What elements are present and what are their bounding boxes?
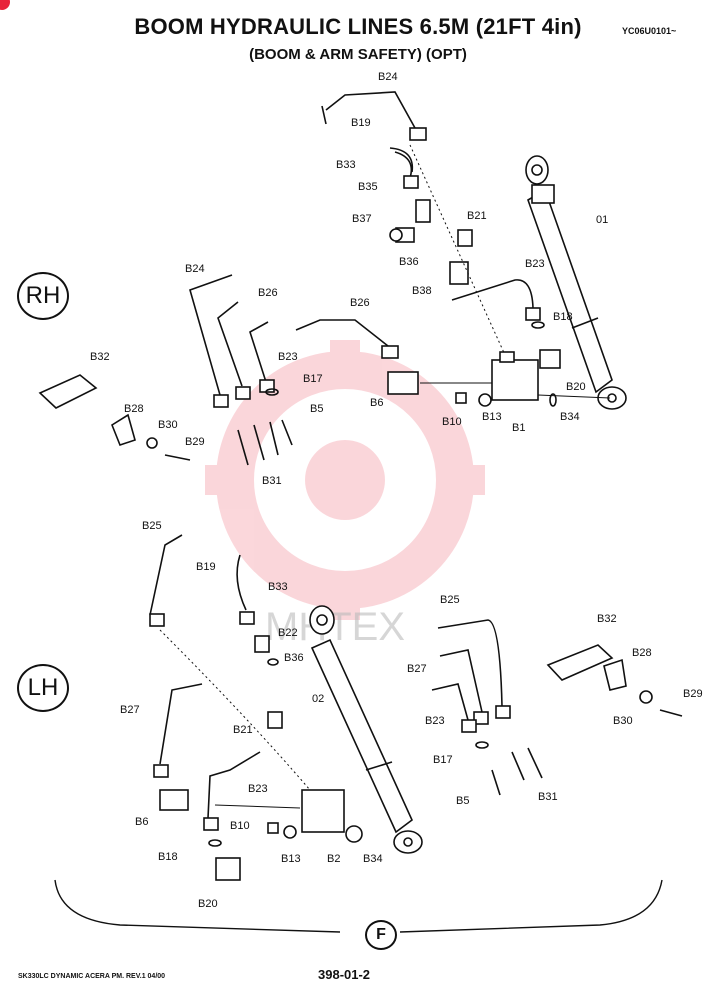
rh-callout-b38: B38	[412, 285, 432, 297]
lh-callout-b2: B2	[327, 853, 340, 865]
lh-assembly	[149, 534, 683, 881]
lh-callout-b25: B25	[440, 594, 460, 606]
watermark-text: MHTEX	[265, 605, 405, 649]
page-title: BOOM HYDRAULIC LINES 6.5M (21FT 4in)	[134, 14, 582, 39]
footer-model: SK330LC DYNAMIC ACERA PM. REV.1 04/00	[18, 973, 166, 980]
rh-callout-b33: B33	[336, 159, 356, 171]
rh-callout-b23: B23	[278, 351, 298, 363]
rh-callout-b13: B13	[482, 411, 502, 423]
lh-callout-b23: B23	[248, 783, 268, 795]
rh-callout-b26: B26	[350, 297, 370, 309]
rh-callout-b26: B26	[258, 287, 278, 299]
rh-callout-labels: B24B19B33B35B37B36B21B38B2301B18B20B34B1…	[90, 71, 608, 487]
footer-page-number: 398-01-2	[318, 967, 371, 982]
rh-callout-b21: B21	[467, 210, 487, 222]
rh-callout-b37: B37	[352, 213, 372, 225]
rh-assembly	[38, 91, 627, 466]
lh-callout-b17: B17	[433, 754, 453, 766]
lh-callout-b10: B10	[230, 820, 250, 832]
lh-callout-b19: B19	[196, 561, 216, 573]
rh-callout-b5: B5	[310, 403, 323, 415]
rh-callout-b24: B24	[185, 263, 205, 275]
lh-callout-b5: B5	[456, 795, 469, 807]
section-badge-rh: RH	[17, 272, 69, 320]
lh-callout-b33: B33	[268, 581, 288, 593]
lh-callout-b34: B34	[363, 853, 383, 865]
lh-callout-b27: B27	[407, 663, 427, 675]
rh-callout-b36: B36	[399, 256, 419, 268]
rh-callout-b32: B32	[90, 351, 110, 363]
corner-marker	[0, 0, 10, 10]
section-badge-lh: LH	[17, 664, 69, 712]
lh-callout-b21: B21	[233, 724, 253, 736]
lh-callout-b32: B32	[597, 613, 617, 625]
rh-callout-b29: B29	[185, 436, 205, 448]
rh-callout-b24: B24	[378, 71, 398, 83]
lh-callout-b6: B6	[135, 816, 148, 828]
lh-callout-b28: B28	[632, 647, 652, 659]
view-bracket	[54, 879, 663, 933]
lh-callout-b20: B20	[198, 898, 218, 910]
lh-callout-b31: B31	[538, 791, 558, 803]
lh-callout-b23: B23	[425, 715, 445, 727]
lh-callout-02: 02	[312, 693, 324, 705]
rh-callout-b6: B6	[370, 397, 383, 409]
serial-range: YC06U0101~	[622, 26, 677, 36]
lh-callout-b27: B27	[120, 704, 140, 716]
rh-callout-01: 01	[596, 214, 608, 226]
lh-callout-b30: B30	[613, 715, 633, 727]
rh-callout-b18: B18	[553, 311, 573, 323]
lh-callout-b36: B36	[284, 652, 304, 664]
watermark-logo	[205, 340, 485, 620]
rh-callout-b30: B30	[158, 419, 178, 431]
rh-callout-b19: B19	[351, 117, 371, 129]
lh-callout-b25: B25	[142, 520, 162, 532]
lh-callout-b13: B13	[281, 853, 301, 865]
rh-callout-b34: B34	[560, 411, 580, 423]
rh-callout-b23: B23	[525, 258, 545, 270]
lh-callout-b18: B18	[158, 851, 178, 863]
page-subtitle: (BOOM & ARM SAFETY) (OPT)	[249, 46, 467, 63]
rh-callout-b35: B35	[358, 181, 378, 193]
rh-callout-b20: B20	[566, 381, 586, 393]
rh-callout-b28: B28	[124, 403, 144, 415]
rh-callout-b1: B1	[512, 422, 525, 434]
view-badge-f: F	[365, 920, 397, 950]
rh-callout-b17: B17	[303, 373, 323, 385]
lh-callout-b22: B22	[278, 627, 298, 639]
rh-callout-b10: B10	[442, 416, 462, 428]
lh-callout-b29: B29	[683, 688, 703, 700]
rh-callout-b31: B31	[262, 475, 282, 487]
